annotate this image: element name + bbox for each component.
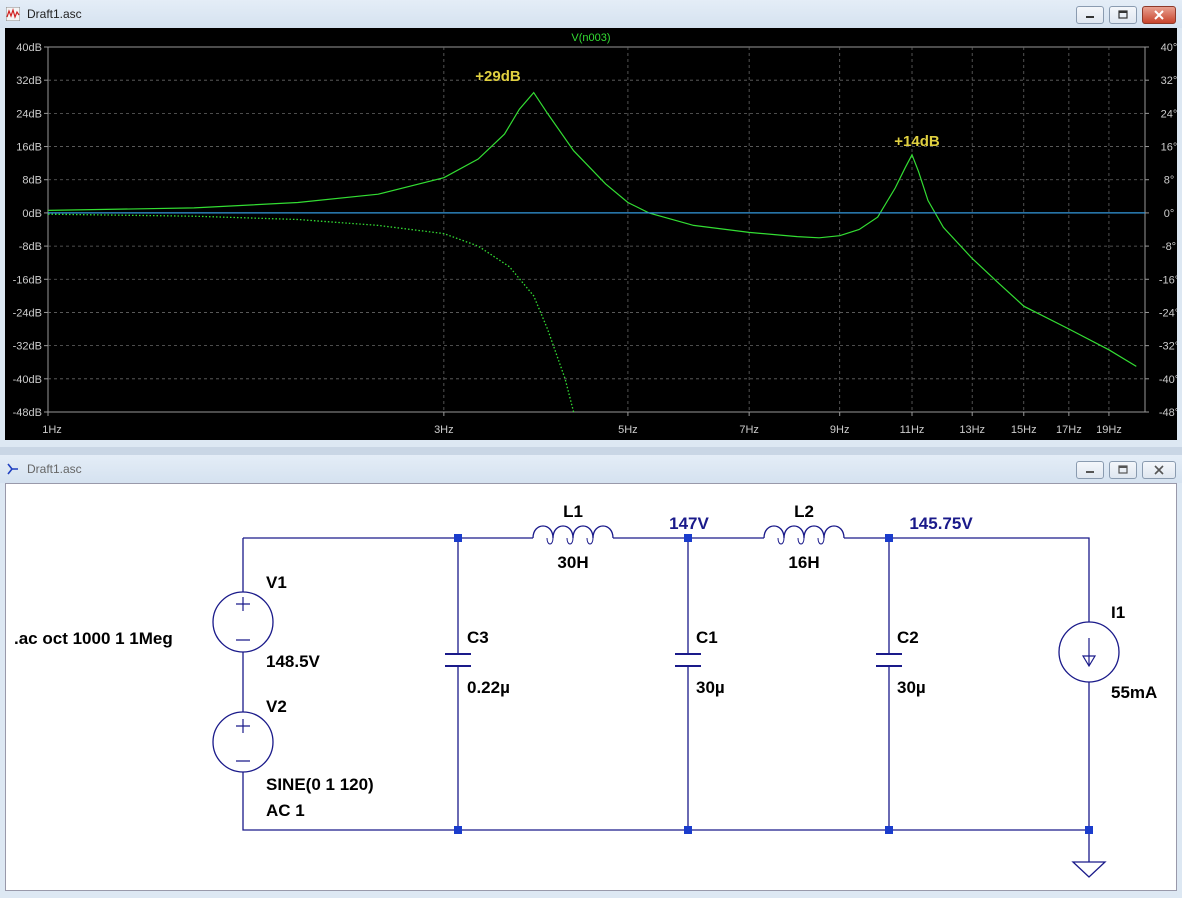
x-tick-label: 5Hz <box>618 424 638 436</box>
y-tick-label: -8dB <box>19 241 42 253</box>
y2-tick-label: 40° <box>1161 42 1177 54</box>
node-voltage-145-75v: 145.75V <box>909 514 973 533</box>
restore-icon <box>1118 10 1128 19</box>
inductor-l1[interactable] <box>532 525 614 545</box>
v1-name: V1 <box>266 573 287 592</box>
i1-value: 55mA <box>1111 683 1157 702</box>
schematic-svg[interactable]: V1 148.5V V2 SINE(0 1 120) AC 1 .ac oct … <box>6 484 1176 890</box>
y-tick-label: -24dB <box>13 307 42 319</box>
inductor-l2[interactable] <box>763 525 845 545</box>
l1-value: 30H <box>557 553 588 572</box>
waveform-window: Draft1.asc 40dB 40° 32dB 32° 24dB 24° 16dB 16° 8… <box>0 0 1182 447</box>
waveform-app-icon <box>6 7 20 21</box>
x-tick-label: 9Hz <box>830 424 850 436</box>
x-tick-label: 11Hz <box>900 424 925 436</box>
c1-value: 30µ <box>696 678 725 697</box>
v1-value: 148.5V <box>266 652 321 671</box>
y2-tick-label: 24° <box>1161 108 1177 120</box>
spice-directive[interactable]: .ac oct 1000 1 1Meg <box>14 629 173 648</box>
x-tick-label: 13Hz <box>959 424 985 436</box>
annotation-29db: +29dB <box>475 68 521 85</box>
y2-tick-label: -32° <box>1159 341 1177 353</box>
x-tick-label: 17Hz <box>1056 424 1082 436</box>
annotation-14db: +14dB <box>894 133 940 150</box>
x-tick-label: 3Hz <box>434 424 454 436</box>
y-tick-label: -32dB <box>13 341 42 353</box>
v2-name: V2 <box>266 697 287 716</box>
c2-value: 30µ <box>897 678 926 697</box>
plot-frame <box>47 46 1146 413</box>
waveform-window-title: Draft1.asc <box>27 7 82 21</box>
current-source-i1[interactable] <box>1058 621 1120 683</box>
schematic-app-icon <box>7 463 18 475</box>
minimize-button[interactable] <box>1076 6 1104 24</box>
v2-value: SINE(0 1 120) <box>266 775 374 794</box>
y-tick-label: -16dB <box>13 274 42 286</box>
minimize-icon <box>1086 16 1094 18</box>
minimize-icon <box>1086 471 1094 473</box>
waveform-titlebar[interactable]: Draft1.asc <box>0 0 1182 28</box>
waveform-plot[interactable]: 40dB 40° 32dB 32° 24dB 24° 16dB 16° 8dB 8° 0dB 0° -8… <box>5 28 1177 440</box>
x-tick-label: 1Hz <box>42 424 62 436</box>
y2-tick-label: -48° <box>1159 407 1177 419</box>
close-icon <box>1154 465 1164 475</box>
schematic-restore-button[interactable] <box>1109 461 1137 479</box>
y2-tick-label: -8° <box>1162 241 1176 253</box>
schematic-window-title: Draft1.asc <box>27 462 82 476</box>
trace-label[interactable]: V(n003) <box>571 32 610 44</box>
ground-symbol[interactable] <box>1071 861 1107 878</box>
restore-icon <box>1118 465 1128 474</box>
junction-dots <box>454 534 1093 834</box>
capacitor-c1[interactable] <box>675 653 701 667</box>
close-icon <box>1154 10 1164 20</box>
l1-name: L1 <box>563 502 583 521</box>
x-tick-label: 15Hz <box>1011 424 1037 436</box>
y2-tick-label: -40° <box>1159 374 1177 386</box>
schematic-minimize-button[interactable] <box>1076 461 1104 479</box>
l2-value: 16H <box>788 553 819 572</box>
y-tick-label: -48dB <box>13 407 42 419</box>
y2-tick-label: 32° <box>1161 75 1177 87</box>
c3-value: 0.22µ <box>467 678 510 697</box>
restore-button[interactable] <box>1109 6 1137 24</box>
x-tick-label: 19Hz <box>1096 424 1122 436</box>
series-line-phase[interactable] <box>47 213 575 413</box>
y-tick-label: 40dB <box>16 42 42 54</box>
voltage-source-v1[interactable] <box>212 591 274 653</box>
y2-tick-label: 16° <box>1161 142 1177 154</box>
c1-name: C1 <box>696 628 718 647</box>
voltage-source-v2[interactable] <box>212 711 274 773</box>
wires <box>242 537 1090 862</box>
close-button[interactable] <box>1142 6 1176 24</box>
y2-tick-label: -16° <box>1159 274 1177 286</box>
y2-tick-label: -24° <box>1159 307 1177 319</box>
y-tick-label: -40dB <box>13 374 42 386</box>
v2-ac-value: AC 1 <box>266 801 305 820</box>
bode-plot-svg[interactable]: 40dB 40° 32dB 32° 24dB 24° 16dB 16° 8dB 8° 0dB 0° -8… <box>5 28 1177 440</box>
y2-tick-label: 0° <box>1164 208 1175 220</box>
l2-name: L2 <box>794 502 814 521</box>
y-tick-label: 8dB <box>22 175 42 187</box>
i1-name: I1 <box>1111 603 1125 622</box>
schematic-window: Draft1.asc <box>0 455 1182 898</box>
series-line-v-n003-[interactable] <box>47 91 1137 367</box>
c3-name: C3 <box>467 628 489 647</box>
schematic-titlebar[interactable]: Draft1.asc <box>0 455 1182 483</box>
schematic-canvas[interactable]: V1 148.5V V2 SINE(0 1 120) AC 1 .ac oct … <box>5 483 1177 891</box>
capacitor-c2[interactable] <box>876 653 902 667</box>
y-tick-label: 32dB <box>16 75 42 87</box>
y2-tick-label: 8° <box>1164 175 1175 187</box>
y-tick-label: 16dB <box>16 142 42 154</box>
node-voltage-147v: 147V <box>669 514 709 533</box>
c2-name: C2 <box>897 628 919 647</box>
schematic-close-button[interactable] <box>1142 461 1176 479</box>
capacitor-c3[interactable] <box>445 653 471 667</box>
x-tick-label: 7Hz <box>739 424 759 436</box>
y-tick-label: 24dB <box>16 108 42 120</box>
y-tick-label: 0dB <box>22 208 42 220</box>
